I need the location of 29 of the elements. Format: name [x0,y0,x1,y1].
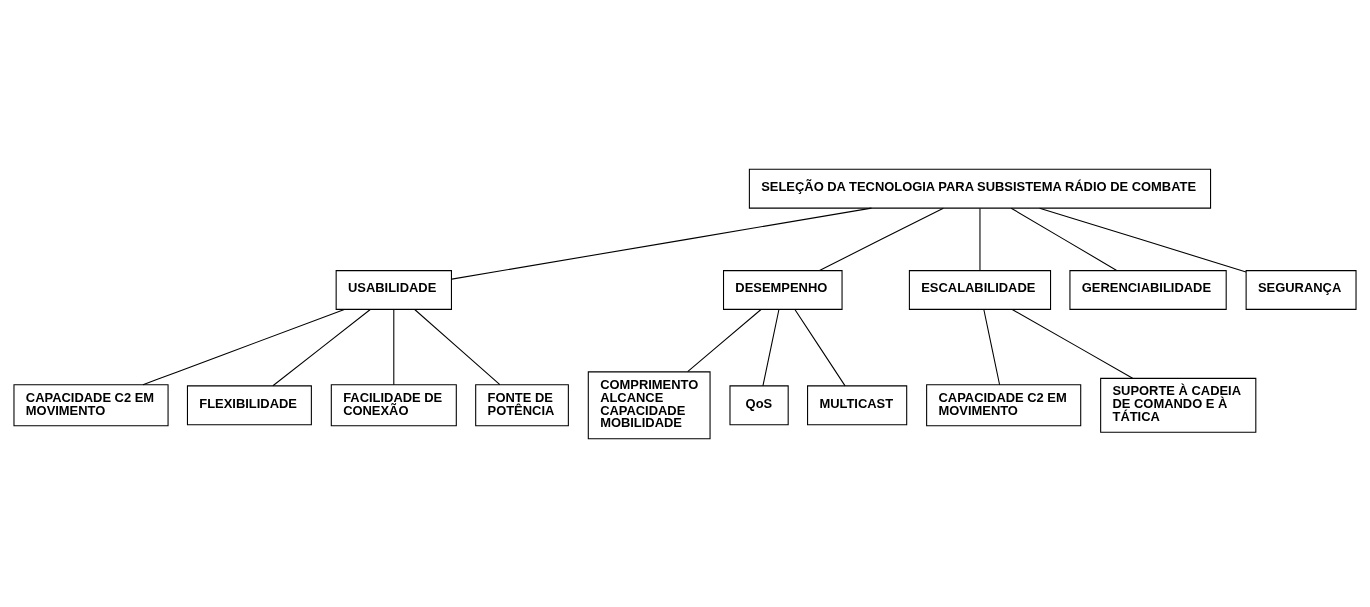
connector [142,308,345,385]
connector [687,308,762,372]
node-box: MULTICAST [807,384,908,425]
connector [794,308,846,386]
connector [979,207,981,271]
node-box: CAPACIDADE C2 EM MOVIMENTO [13,383,169,426]
node-box: COMPRIMENTO ALCANCE CAPACIDADE MOBILIDADE [587,370,711,439]
connector [983,308,1001,385]
connector [414,308,501,385]
node-box: GERENCIABILIDADE [1069,269,1227,310]
connector [762,308,780,386]
node-box: FACILIDADE DE CONEXÃO [330,383,457,426]
node-box: CAPACIDADE C2 EM MOVIMENTO [926,383,1082,426]
connector [1010,207,1118,271]
connector [819,207,944,271]
connector [451,207,872,280]
node-box: FLEXIBILIDADE [186,384,312,425]
node-box: SELEÇÃO DA TECNOLOGIA PARA SUBSISTEMA RÁDIO DE COMBATE [748,168,1212,209]
node-box: ESCALABILIDADE [908,269,1052,310]
node-box: USABILIDADE [335,269,452,310]
node-box: DESEMPENHO [723,269,843,310]
connector [272,308,371,386]
connector [393,308,395,385]
node-box: QoS [729,384,789,425]
connector [1011,308,1134,379]
connector [1039,207,1247,272]
node-box: SUPORTE À CADEIA DE COMANDO E À TÁTICA [1100,377,1257,433]
node-box: FONTE DE POTÊNCIA [475,383,569,426]
node-box: SEGURANÇA [1245,269,1357,310]
